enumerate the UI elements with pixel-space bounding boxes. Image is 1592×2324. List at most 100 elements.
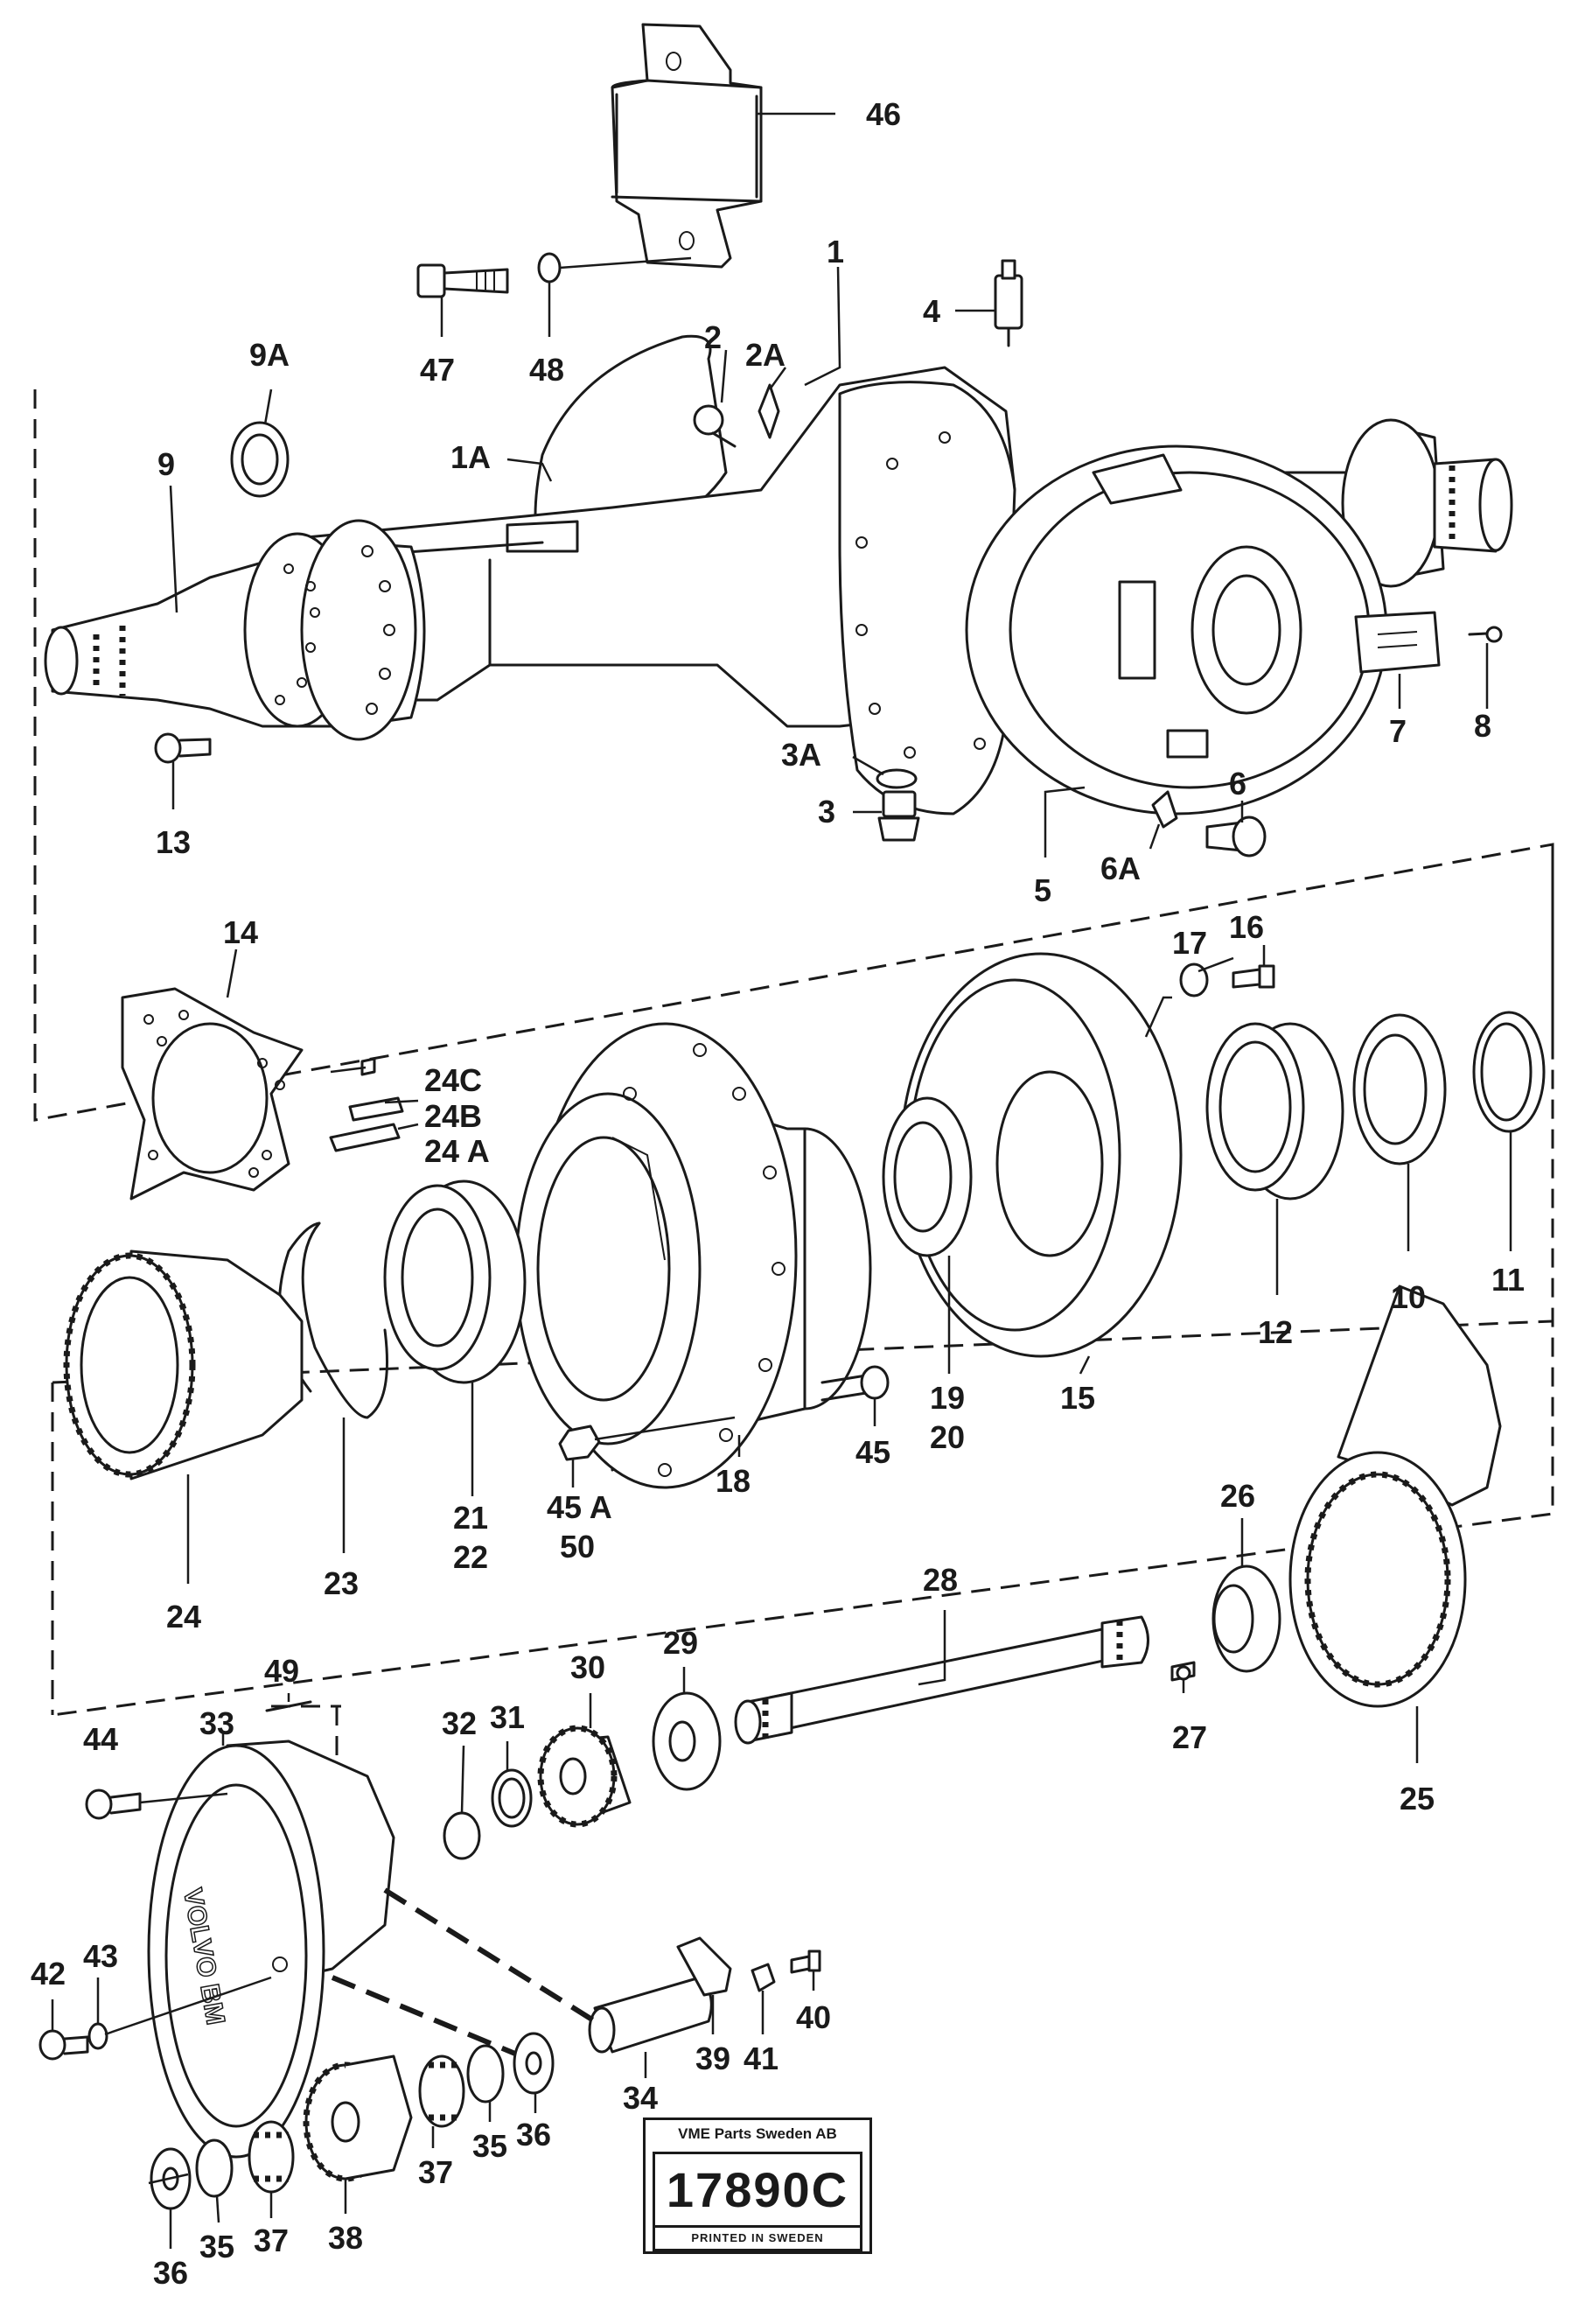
callout-47: 47 [420, 352, 455, 388]
washer-part-41 [751, 1963, 776, 1992]
axle-housing-part-1 [296, 334, 1513, 816]
plate-part-7 [1354, 611, 1441, 674]
callout-4: 4 [923, 293, 940, 329]
bolt-part-2 [693, 404, 737, 448]
callout-3: 3 [818, 794, 835, 830]
stamp-inner-box: 17890C PRINTED IN SWEDEN [653, 2152, 862, 2251]
ring-part-11 [1472, 1011, 1546, 1133]
callout-1: 1 [827, 234, 844, 270]
callout-43: 43 [83, 1938, 118, 1974]
bearing-part-21 [383, 1180, 527, 1384]
washer-part-43 [87, 2022, 108, 2050]
bolt-part-40 [790, 1950, 821, 1974]
sensor-part-4 [994, 259, 1023, 347]
callout-35b: 35 [472, 2128, 507, 2164]
callout-37b: 37 [418, 2154, 453, 2190]
callout-35a: 35 [199, 2229, 234, 2264]
screw-part-27 [1170, 1661, 1196, 1682]
bolt-part-42 [38, 2029, 89, 2061]
wheel-hub-part-18 [514, 1022, 872, 1489]
callout-44: 44 [83, 1721, 118, 1757]
bolt-part-44 [85, 1788, 142, 1820]
needle-bearing-part-37a [248, 2120, 295, 2194]
retaining-ring-part-31 [491, 1768, 533, 1828]
callout-8: 8 [1474, 708, 1491, 744]
callout-49: 49 [264, 1653, 299, 1689]
bearing-race-part-12 [1205, 1022, 1344, 1200]
callout-26: 26 [1220, 1478, 1255, 1514]
callout-46: 46 [866, 96, 901, 132]
ring-gear-part-25 [1288, 1284, 1502, 1708]
bolt-part-13 [154, 732, 212, 764]
spindle-part-9 [44, 519, 426, 741]
callout-24C: 24C [424, 1062, 482, 1098]
callout-38: 38 [328, 2220, 363, 2256]
callout-50: 50 [560, 1529, 595, 1564]
callout-labels: 46 47 48 1 4 2 2A 1A 9A 9 13 3A 3 5 6A 6… [31, 96, 1525, 2291]
screw-part-8 [1468, 626, 1503, 643]
callout-1A: 1A [450, 439, 491, 475]
washer-part-48 [537, 252, 562, 284]
callout-25: 25 [1400, 1781, 1435, 1816]
callout-17: 17 [1172, 925, 1207, 961]
lock-plate-part-39 [676, 1936, 732, 1997]
callout-32: 32 [442, 1705, 477, 1741]
callout-16: 16 [1229, 909, 1264, 945]
callout-27: 27 [1172, 1719, 1207, 1755]
callout-19: 19 [930, 1380, 965, 1416]
callout-39: 39 [695, 2040, 730, 2076]
callout-12: 12 [1258, 1314, 1293, 1350]
callout-6: 6 [1229, 766, 1246, 802]
shield-plate-part-14 [121, 987, 304, 1200]
drawing-number: 17890C [666, 2162, 849, 2217]
callout-2: 2 [704, 319, 722, 355]
bolt-part-47 [416, 263, 509, 298]
washer-part-17 [1179, 962, 1209, 998]
callout-24B: 24B [424, 1098, 482, 1134]
callout-30: 30 [570, 1649, 605, 1685]
thrust-washer-part-29 [652, 1691, 722, 1791]
callout-15: 15 [1060, 1380, 1095, 1416]
plug-part-3 [877, 790, 920, 842]
callout-9A: 9A [249, 337, 290, 373]
callout-23: 23 [324, 1565, 359, 1601]
callout-29: 29 [663, 1625, 698, 1661]
sun-gear-part-30 [537, 1725, 632, 1828]
callout-11: 11 [1491, 1262, 1525, 1298]
callout-21: 21 [453, 1500, 488, 1536]
washer-part-35b [466, 2044, 505, 2104]
callout-2A: 2A [745, 337, 786, 373]
washer-part-36b [513, 2032, 555, 2095]
drawing-stamp: VME Parts Sweden AB 17890C PRINTED IN SW… [643, 2118, 872, 2254]
callout-42: 42 [31, 1956, 66, 1992]
washer-part-35a [195, 2138, 234, 2198]
callout-48: 48 [529, 352, 564, 388]
mounting-bracket-part-46 [611, 23, 763, 269]
screw-part-16 [1232, 964, 1275, 989]
shaft-guide-line [383, 1887, 597, 2024]
gear-hub-part-24 [63, 1250, 304, 1480]
callout-20: 20 [930, 1419, 965, 1455]
seal-part-19 [882, 1096, 973, 1257]
planetary-cover-part-33: VOLVO BM [147, 1740, 395, 2159]
stamp-company: VME Parts Sweden AB [678, 2125, 837, 2142]
callout-22: 22 [453, 1539, 488, 1575]
callout-45: 45 [855, 1434, 890, 1470]
callout-18: 18 [716, 1463, 751, 1499]
callout-31: 31 [490, 1699, 525, 1735]
callout-6A: 6A [1100, 850, 1141, 886]
spacer-part-32 [443, 1811, 481, 1860]
callout-37a: 37 [254, 2222, 289, 2258]
planet-shaft-part-34 [588, 1976, 713, 2054]
callout-10: 10 [1391, 1279, 1426, 1315]
callout-5: 5 [1034, 872, 1051, 908]
bearing-part-10 [1352, 1013, 1447, 1166]
callout-9: 9 [157, 446, 175, 482]
callout-13: 13 [156, 824, 191, 860]
callout-24: 24 [166, 1599, 201, 1634]
callout-7: 7 [1389, 713, 1407, 749]
leader-lines [51, 112, 1512, 2249]
tab-washer-part-2A [758, 383, 780, 439]
callout-33: 33 [199, 1705, 234, 1741]
